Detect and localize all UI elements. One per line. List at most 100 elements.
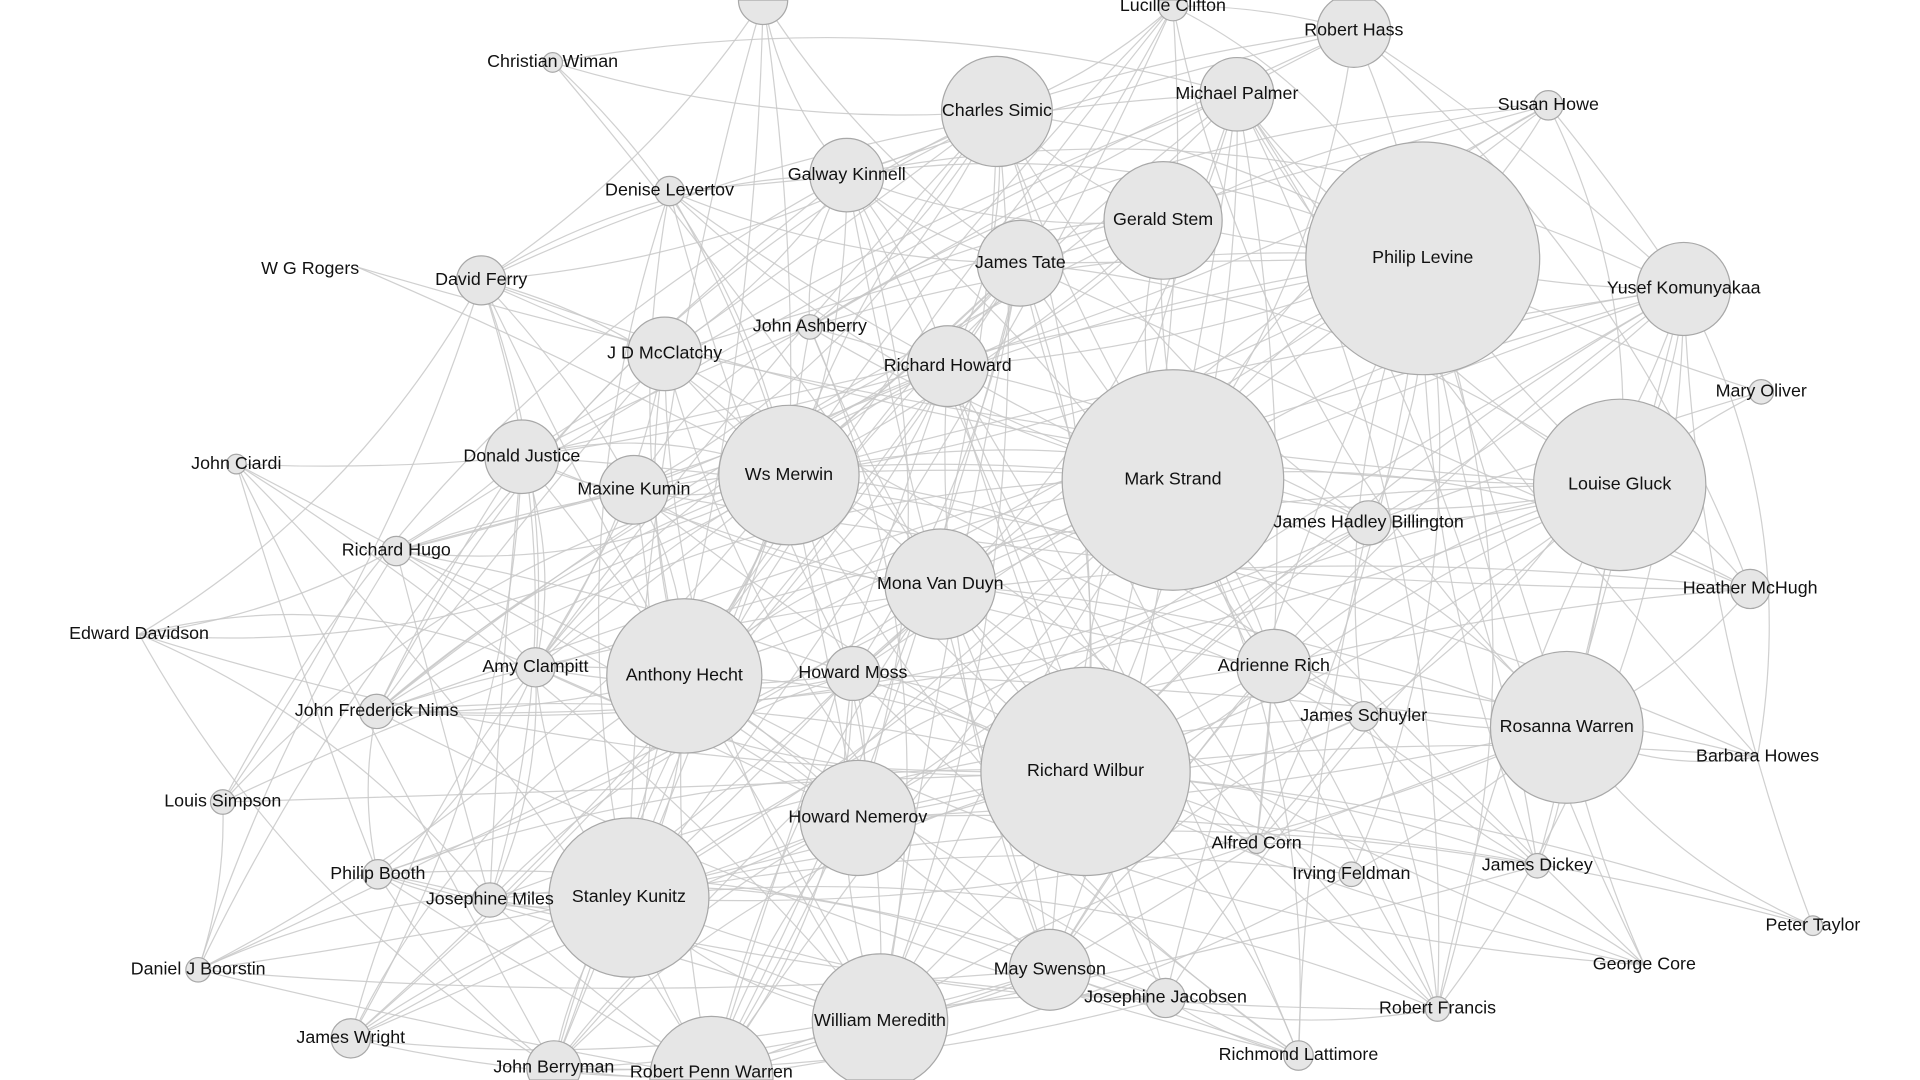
edge (1019, 263, 1438, 1010)
node-john-ashberry[interactable] (796, 314, 823, 340)
edge (138, 633, 555, 1069)
edge (235, 463, 881, 1022)
node-david-ferry[interactable] (456, 255, 507, 306)
node-label: Peter Taylor (1765, 914, 1860, 934)
node-label: Louise Gluck (1568, 474, 1671, 494)
node-unlabeled[interactable] (737, 0, 789, 26)
edge (489, 667, 537, 901)
node-richmond-lattimore[interactable] (1283, 1040, 1314, 1071)
node-josephine-miles[interactable] (472, 882, 508, 918)
node-richard-hugo[interactable] (380, 535, 412, 567)
edge (710, 263, 1021, 1078)
node-daniel-j-boorstin[interactable] (185, 956, 212, 983)
node-john-frederick-nims[interactable] (358, 693, 395, 730)
node-ws-merwin[interactable] (718, 404, 860, 546)
node-howard-nemerov[interactable] (799, 759, 917, 877)
edge (480, 0, 764, 281)
edge (664, 353, 1051, 971)
edge (628, 854, 1352, 899)
node-lucille-clifton[interactable] (1157, 0, 1189, 22)
node-john-berryman[interactable] (526, 1040, 582, 1080)
edge (1683, 288, 1814, 926)
node-label: Lucille Clifton (1120, 0, 1226, 15)
node-james-schuyler[interactable] (1348, 701, 1380, 732)
node-howard-moss[interactable] (825, 645, 881, 702)
node-james-tate[interactable] (976, 219, 1064, 307)
node-robert-hass[interactable] (1316, 0, 1392, 68)
edge (857, 484, 1621, 819)
node-heather-mchugh[interactable] (1729, 568, 1771, 610)
node-amy-clampitt[interactable] (515, 647, 556, 688)
node-irving-feldman[interactable] (1338, 861, 1365, 888)
edge (236, 463, 859, 819)
edge (553, 474, 790, 1068)
node-susan-howe[interactable] (1532, 90, 1564, 121)
edge (521, 93, 1238, 458)
node-william-meredith[interactable] (811, 953, 949, 1080)
node-may-swenson[interactable] (1008, 928, 1092, 1011)
node-anthony-hecht[interactable] (606, 598, 763, 754)
edge (222, 770, 1086, 803)
node-philip-booth[interactable] (362, 858, 394, 890)
node-label: Philip Levine (1372, 247, 1473, 267)
node-yusef-komunyakaa[interactable] (1636, 241, 1732, 337)
node-label: John Ashberry (753, 316, 867, 336)
node-label: Howard Nemerov (788, 807, 927, 827)
node-j-d-mcclatchy[interactable] (627, 316, 703, 392)
edge (1049, 715, 1364, 971)
node-label: James Wright (296, 1027, 405, 1047)
node-charles-simic[interactable] (940, 55, 1053, 168)
node-maxine-kumin[interactable] (598, 454, 669, 525)
node-denise-levertov[interactable] (654, 175, 685, 207)
node-james-hadley-billington[interactable] (1345, 500, 1392, 546)
node-mona-van-duyn[interactable] (884, 528, 997, 640)
node-label: Richmond Lattimore (1219, 1044, 1379, 1064)
node-michael-palmer[interactable] (1199, 56, 1275, 132)
node-john-ciardi[interactable] (225, 453, 247, 475)
edge (138, 280, 482, 635)
node-peter-taylor[interactable] (1802, 915, 1824, 937)
edge (597, 190, 671, 898)
node-galway-kinnell[interactable] (809, 137, 885, 213)
edge (480, 174, 847, 281)
node-rosanna-warren[interactable] (1489, 650, 1644, 804)
node-robert-francis[interactable] (1424, 996, 1451, 1022)
edge (846, 174, 1167, 999)
node-james-wright[interactable] (330, 1018, 372, 1059)
node-label: Philip Booth (330, 863, 425, 883)
node-josephine-jacobsen[interactable] (1145, 977, 1186, 1019)
edge (846, 174, 909, 819)
node-james-dickey[interactable] (1524, 852, 1551, 879)
edge (788, 474, 882, 1022)
node-label: Richard Howard (884, 355, 1012, 375)
node-mary-oliver[interactable] (1748, 378, 1775, 405)
node-philip-levine[interactable] (1305, 141, 1541, 376)
edge (376, 710, 1299, 1057)
node-christian-wiman[interactable] (542, 52, 564, 73)
edge (664, 353, 1275, 667)
node-alfred-corn[interactable] (1246, 833, 1268, 855)
node-louise-gluck[interactable] (1532, 398, 1707, 572)
node-richard-wilbur[interactable] (980, 666, 1191, 877)
edge (377, 667, 536, 875)
edge (138, 613, 536, 668)
node-label: Mona Van Duyn (877, 573, 1004, 593)
node-label: Barbara Howes (1696, 745, 1819, 765)
edge (552, 61, 997, 116)
node-label: Donald Justice (463, 445, 580, 465)
node-adrienne-rich[interactable] (1236, 628, 1312, 704)
node-robert-penn-warren[interactable] (649, 1015, 774, 1080)
edge (377, 873, 555, 1069)
edge (1085, 770, 1814, 927)
node-mark-strand[interactable] (1061, 369, 1285, 591)
edge (683, 5, 1174, 677)
node-louis-simpson[interactable] (209, 789, 236, 815)
node-richard-howard[interactable] (906, 325, 989, 408)
edge (1236, 93, 1758, 758)
node-gerald-stem[interactable] (1103, 161, 1223, 280)
node-donald-justice[interactable] (484, 419, 560, 495)
node-stanley-kunitz[interactable] (548, 817, 710, 978)
node-label: David Ferry (435, 269, 527, 289)
